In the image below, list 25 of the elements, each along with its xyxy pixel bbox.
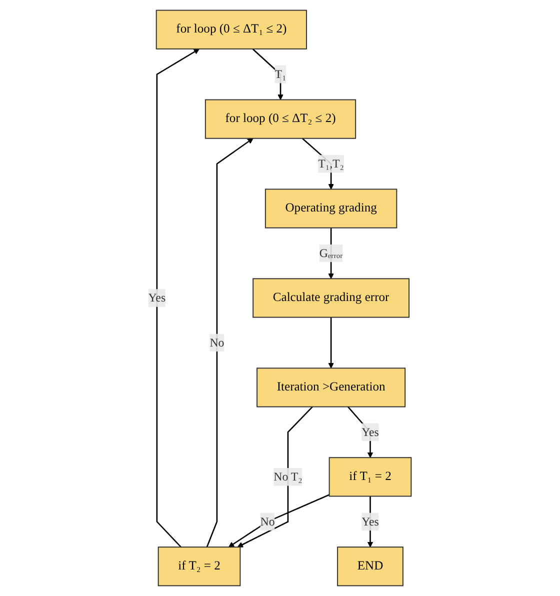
- edge-label: Yes: [362, 514, 380, 528]
- arrow: [238, 406, 314, 548]
- arrow: [328, 228, 334, 279]
- node-box: [156, 10, 308, 50]
- node-box: [329, 457, 412, 497]
- node-box: [265, 188, 398, 228]
- arrow: [206, 138, 254, 548]
- edge-label: No: [260, 514, 276, 528]
- edge-label: Yes: [362, 425, 380, 438]
- node-box: [337, 546, 404, 586]
- edge-label: Yes: [148, 291, 166, 304]
- arrow: [156, 48, 200, 548]
- node-box: [205, 99, 356, 139]
- edge-label: No T₂: [274, 470, 303, 484]
- edge-label: T₁,T₂: [318, 156, 344, 170]
- node-box: [256, 368, 406, 408]
- flowchart: T₁ T₁,T₂ Gₑᵣᵣₒᵣ No T₂ No Yes Yes No Yes for loop (0 ≤ ΔT₁ ≤ 2) for loop (0 ≤ ΔT₂ ≤ 2) Operating grading Calculate grading error Iteration >Generation if T₂ = 2 if T₁ = 2 END: [143, 5, 417, 591]
- edge-label: T₁: [275, 67, 286, 81]
- arrow: [228, 494, 330, 548]
- edge-label: No: [210, 336, 224, 349]
- arrow: [252, 48, 284, 100]
- arrow: [328, 317, 334, 368]
- node-box: [158, 546, 241, 586]
- node-box: [252, 278, 410, 318]
- edge-label: Gₑᵣᵣₒᵣ: [320, 246, 343, 260]
